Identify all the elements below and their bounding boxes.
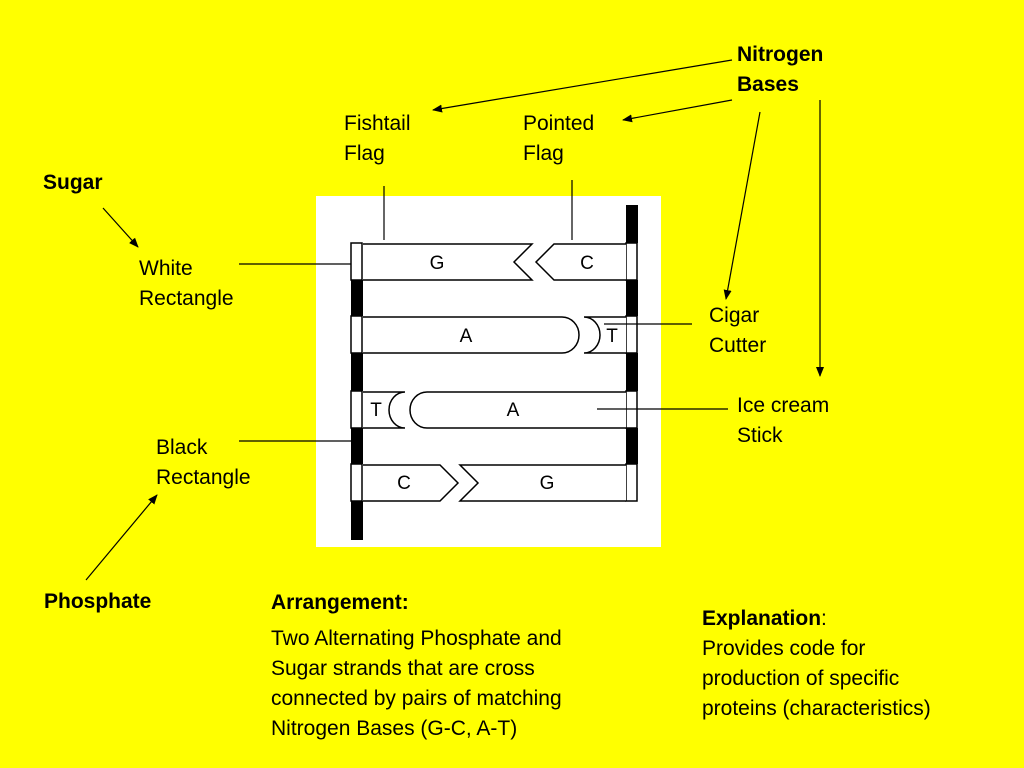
- fishtail-flag-shape: [363, 243, 534, 281]
- base-pair-a-t: A T: [363, 316, 626, 354]
- explanation-heading: Explanation:: [702, 604, 931, 634]
- arrow-to-pointed: [622, 99, 733, 123]
- label-black-rectangle-line1: Black: [156, 436, 208, 459]
- label-pointed-flag: Pointed Flag: [523, 109, 594, 169]
- label-phosphate: Phosphate: [44, 590, 152, 613]
- arrangement-line: Two Alternating Phosphate and: [271, 627, 562, 650]
- explanation-line: production of specific: [702, 667, 900, 690]
- label-sugar: Sugar: [43, 171, 103, 194]
- arrow-to-fishtail: [432, 59, 733, 113]
- base-label-c-4: C: [397, 473, 411, 494]
- label-ice-cream-stick: Ice cream Stick: [737, 391, 829, 451]
- explanation-line: proteins (characteristics): [702, 697, 931, 720]
- label-nitrogen-bases: Nitrogen Bases: [737, 40, 823, 100]
- arrangement-block: Arrangement: Two Alternating Phosphate a…: [271, 588, 562, 744]
- label-ice-cream-stick-line1: Ice cream: [737, 394, 830, 417]
- label-white-rectangle: White Rectangle: [139, 254, 234, 314]
- right-backbone: [625, 205, 638, 502]
- label-pointed-flag-line1: Pointed: [523, 112, 595, 135]
- base-label-a-3: A: [507, 400, 520, 421]
- arrow-phosphate: [85, 494, 158, 581]
- ice-cream-stick-shape: [409, 391, 626, 429]
- fishtail-flag-shape: [458, 464, 626, 502]
- arrangement-line: Sugar strands that are cross: [271, 657, 535, 680]
- label-cigar-cutter-line1: Cigar: [709, 304, 760, 327]
- label-black-rectangle: Black Rectangle: [156, 433, 251, 493]
- cigar-cutter-shape: [583, 316, 626, 354]
- arrangement-title: Arrangement:: [271, 591, 409, 614]
- label-pointed-flag-line2: Flag: [523, 142, 564, 165]
- base-label-c-1: C: [580, 253, 594, 274]
- explanation-colon: :: [821, 607, 827, 630]
- base-label-a-2: A: [460, 326, 473, 347]
- label-cigar-cutter: Cigar Cutter: [709, 301, 766, 361]
- explanation-line: Provides code for: [702, 637, 866, 660]
- left-backbone: [350, 242, 363, 540]
- label-ice-cream-stick-line2: Stick: [737, 424, 783, 447]
- label-white-rectangle-line2: Rectangle: [139, 287, 234, 310]
- base-pair-t-a: T A: [363, 391, 626, 429]
- label-black-rectangle-line2: Rectangle: [156, 466, 251, 489]
- arrangement-line: connected by pairs of matching: [271, 687, 562, 710]
- explanation-title: Explanation: [702, 607, 822, 630]
- base-label-t-2: T: [606, 326, 618, 347]
- ice-cream-stick-shape: [363, 316, 580, 354]
- leader-lines: [239, 180, 728, 442]
- explanation-block: Explanation: Provides code for productio…: [702, 604, 931, 724]
- arrow-to-cigar: [723, 111, 761, 300]
- label-fishtail-flag-line2: Flag: [344, 142, 385, 165]
- cigar-cutter-shape: [363, 391, 406, 429]
- pointed-flag-shape: [363, 464, 460, 502]
- base-pair-c-g: C G: [363, 464, 626, 502]
- pointed-flag-shape: [534, 243, 626, 281]
- base-label-g-1: G: [430, 253, 445, 274]
- label-fishtail-flag-line1: Fishtail: [344, 112, 411, 135]
- label-fishtail-flag: Fishtail Flag: [344, 109, 411, 169]
- base-pair-g-c: G C: [363, 243, 626, 281]
- arrows: [85, 59, 824, 581]
- arrangement-line: Nitrogen Bases (G-C, A-T): [271, 717, 518, 740]
- base-label-g-4: G: [540, 473, 555, 494]
- label-white-rectangle-line1: White: [139, 257, 193, 280]
- label-cigar-cutter-line2: Cutter: [709, 334, 767, 357]
- label-nitrogen-bases-line1: Nitrogen: [737, 43, 824, 66]
- label-nitrogen-bases-line2: Bases: [737, 73, 799, 96]
- arrow-sugar: [102, 207, 139, 248]
- base-label-t-3: T: [370, 400, 382, 421]
